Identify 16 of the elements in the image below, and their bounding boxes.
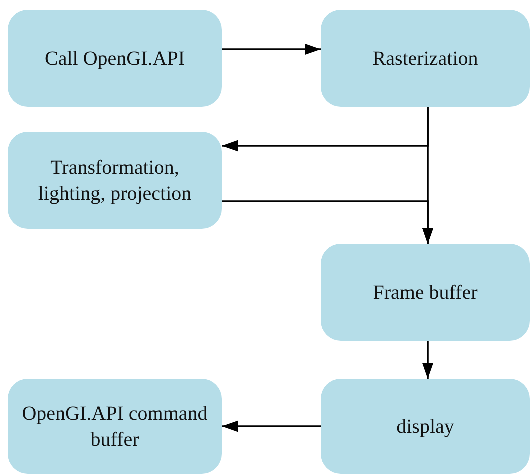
box-label: Frame buffer: [373, 280, 478, 306]
box-label: OpenGI.API command buffer: [21, 402, 209, 452]
arrow: [222, 44, 321, 56]
process-box: [321, 379, 530, 474]
box-label: Call OpenGI.API: [45, 46, 185, 72]
box-label: Transformation, lighting, projection: [37, 156, 193, 206]
process-box: [8, 10, 222, 107]
arrow: [222, 200, 434, 244]
arrow: [222, 420, 321, 432]
process-box: [8, 132, 222, 229]
arrow: [422, 341, 434, 379]
process-box: [8, 379, 222, 474]
process-box: [321, 10, 530, 107]
box-label: Rasterization: [372, 46, 478, 72]
process-box: [321, 244, 530, 341]
box-label: display: [396, 414, 454, 440]
